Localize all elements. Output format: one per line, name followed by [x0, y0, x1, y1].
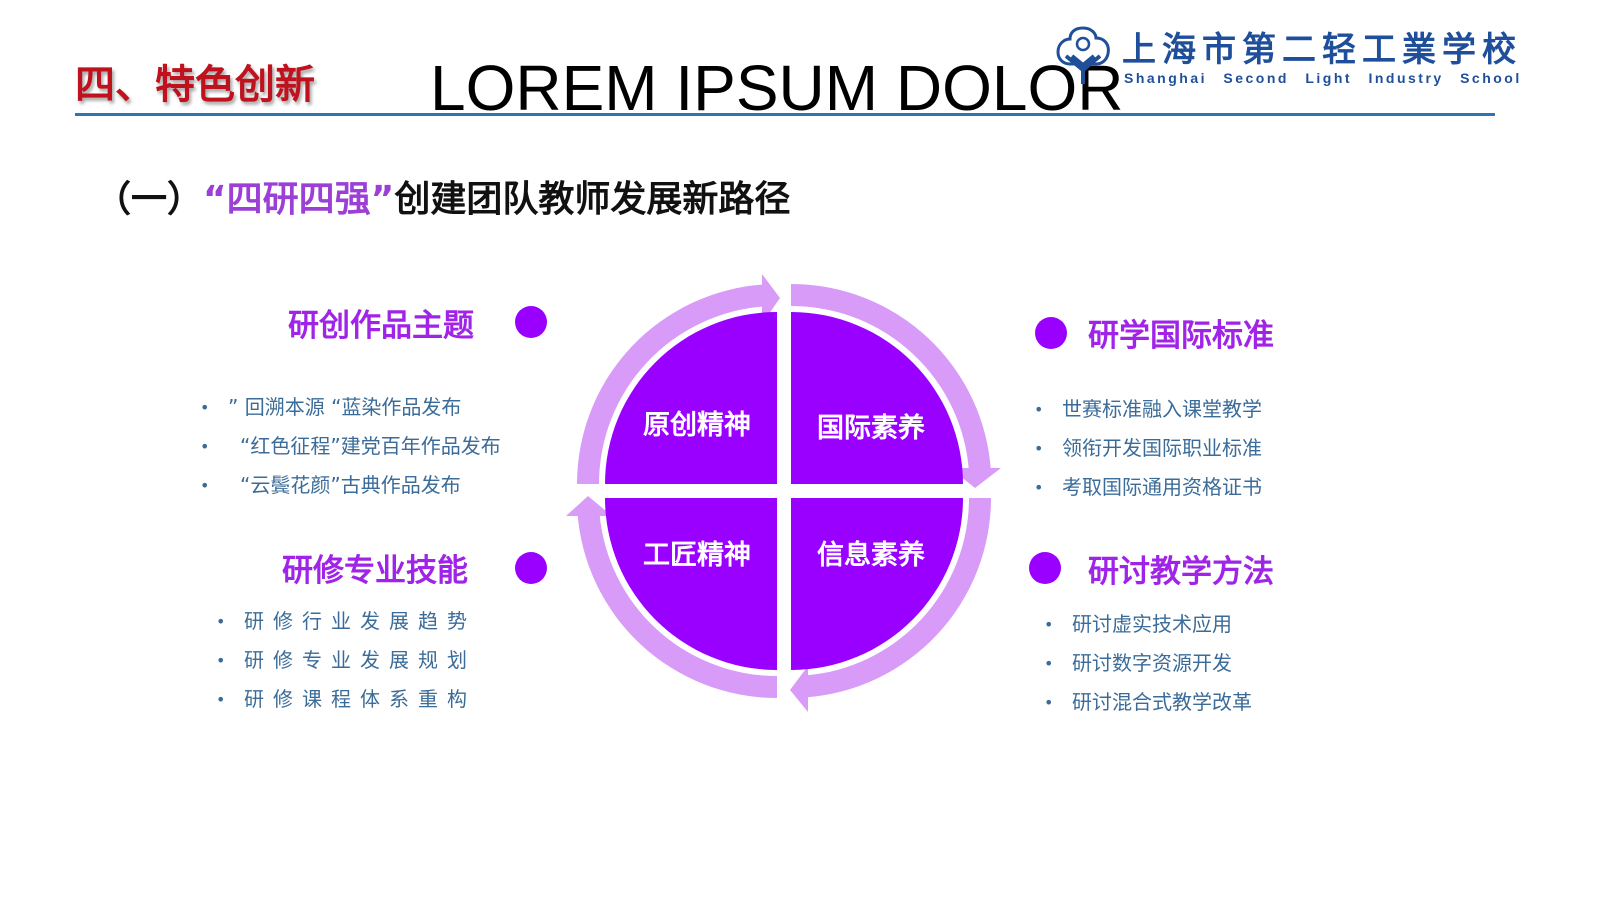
bullet-dot-icon	[1029, 552, 1061, 584]
list-item: “云鬓花颜”古典作品发布	[200, 466, 501, 505]
list-item: 世赛标准融入课堂教学	[1034, 390, 1262, 429]
overlay-title: LOREM IPSUM DOLOR	[430, 52, 1124, 124]
item-list: ” 回溯本源 “蓝染作品发布 “红色征程”建党百年作品发布 “云鬓花颜”古典作品…	[200, 388, 501, 505]
ring-arrow-top-right	[791, 283, 991, 472]
quadrant-top-left	[605, 312, 777, 484]
logo-english-name: Shanghai Second Light Industry School	[1124, 70, 1522, 86]
item-list: 研修行业发展趋势 研修专业发展规划 研修课程体系重构	[216, 602, 476, 719]
ring-arrow-top-left	[577, 284, 765, 484]
arrowhead-right-icon	[762, 274, 780, 324]
ring-arrow-bottom-right	[805, 498, 991, 698]
list-item: 研修专业发展规划	[216, 641, 476, 680]
slide-subtitle: （一）“四研四强”创建团队教师发展新路径	[95, 170, 790, 222]
arrowhead-up-icon	[566, 496, 612, 516]
list-item: ” 回溯本源 “蓝染作品发布	[200, 388, 501, 427]
school-logo: 上海市第二轻工業学校 Shanghai Second Light Industr…	[1052, 22, 1542, 88]
list-item: 研修行业发展趋势	[216, 602, 476, 641]
quadrant-top-right	[791, 312, 963, 484]
quadrant-label: 原创精神	[643, 410, 751, 441]
item-list: 世赛标准融入课堂教学 领衔开发国际职业标准 考取国际通用资格证书	[1034, 390, 1262, 507]
list-item: “红色征程”建党百年作品发布	[200, 427, 501, 466]
bullet-dot-icon	[515, 306, 547, 338]
block-heading: 研学国际标准	[1088, 318, 1274, 354]
arrowhead-left-icon	[790, 666, 808, 712]
quadrant-label: 信息素养	[817, 539, 925, 571]
ring-arrow-bottom-left	[577, 512, 777, 698]
quadrant-label: 工匠精神	[643, 540, 751, 571]
list-item: 领衔开发国际职业标准	[1034, 429, 1262, 468]
list-item: 考取国际通用资格证书	[1034, 468, 1262, 507]
block-heading: 研修专业技能	[282, 553, 468, 589]
header-divider	[75, 113, 1495, 116]
bullet-dot-icon	[1035, 317, 1067, 349]
quadrant-bottom-right	[791, 498, 963, 670]
bullet-dot-icon	[515, 552, 547, 584]
quadrant-bottom-left	[605, 498, 777, 670]
arrowhead-down-icon	[950, 468, 1001, 488]
list-item: 研讨数字资源开发	[1044, 644, 1252, 683]
list-item: 研修课程体系重构	[216, 680, 476, 719]
logo-chinese-name: 上海市第二轻工業学校	[1122, 30, 1522, 70]
list-item: 研讨混合式教学改革	[1044, 683, 1252, 722]
school-emblem-icon	[1056, 26, 1110, 84]
item-list: 研讨虚实技术应用 研讨数字资源开发 研讨混合式教学改革	[1044, 605, 1252, 722]
subtitle-prefix: （一）	[95, 179, 204, 220]
block-heading: 研创作品主题	[288, 308, 474, 344]
quadrant-label: 国际素养	[817, 412, 925, 444]
list-item: 研讨虚实技术应用	[1044, 605, 1252, 644]
subtitle-highlight: “四研四强”	[203, 179, 395, 220]
block-heading: 研讨教学方法	[1088, 554, 1274, 590]
subtitle-rest: 创建团队教师发展新路径	[394, 179, 791, 220]
section-title: 四、特色创新	[75, 62, 315, 108]
